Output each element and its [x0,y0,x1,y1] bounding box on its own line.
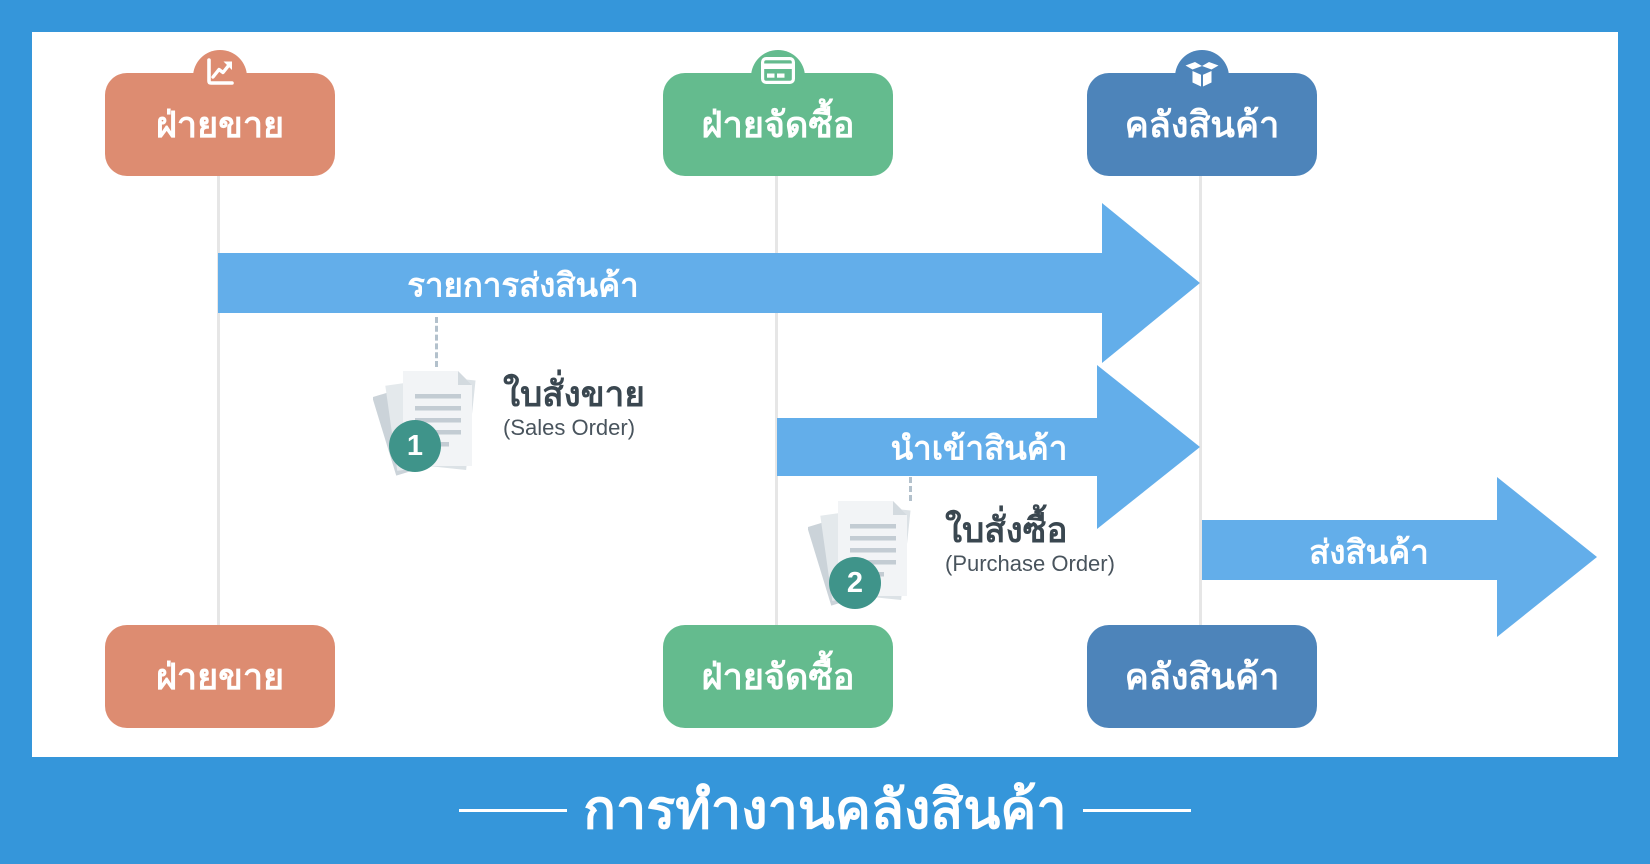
dept-icon-bump [751,50,805,104]
open-box-icon [1185,62,1219,87]
document-subtitle: (Sales Order) [503,415,636,441]
step-badge-1: 1 [389,420,441,472]
dept-label-warehouse: คลังสินค้า [1124,655,1280,697]
document-title: ใบสั่งขาย [503,375,645,414]
arrow-shipment-list-body [218,253,1102,313]
dept-card-sales-top: ฝ่ายขาย [105,50,335,176]
trend-chart-icon [207,58,234,85]
connector-doc2 [909,477,912,501]
dept-label-sales: ฝ่ายขาย [155,655,285,697]
lane-line-warehouse [1199,176,1202,625]
connector-doc1 [435,317,438,367]
document-subtitle: (Purchase Order) [945,551,1115,577]
lane-line-sales [217,176,220,625]
title-dash-right [1082,809,1191,812]
document-sales-order: 1 ใบสั่งขาย (Sales Order) [373,363,645,483]
footer-title-bar: การทำงานคลังสินค้า [0,757,1650,864]
dept-label-warehouse: คลังสินค้า [1124,103,1280,145]
document-stack-icon [373,371,476,476]
dept-card-purchasing-bottom: ฝ่ายจัดซื้อ [663,625,893,728]
dept-label-purchasing: ฝ่ายจัดซื้อ [701,103,855,145]
title-dash-left [459,809,568,812]
document-title: ใบสั่งซื้อ [945,511,1068,550]
dept-label-sales: ฝ่ายขาย [155,103,285,145]
step-badge-2: 2 [829,557,881,609]
dept-icon-bump [193,50,247,104]
credit-card-icon [761,57,795,84]
dept-icon-bump [1175,50,1229,104]
arrow-import-goods-label: นำเข้าสินค้า [890,429,1068,467]
dept-card-purchasing-top: ฝ่ายจัดซื้อ [663,50,893,176]
dept-card-warehouse-bottom: คลังสินค้า [1087,625,1317,728]
arrow-shipment-list-label: รายการส่งสินค้า [407,266,639,304]
document-purchase-order: 2 ใบสั่งซื้อ (Purchase Order) [808,493,1115,613]
arrow-ship-goods-body [1202,520,1497,580]
arrow-import-goods-body [777,418,1097,476]
lane-line-purchasing [775,176,778,625]
arrow-import-goods-head [1097,365,1200,529]
dept-card-warehouse-top: คลังสินค้า [1087,50,1317,176]
dept-label-purchasing: ฝ่ายจัดซื้อ [701,655,855,697]
dept-card-sales-bottom: ฝ่ายขาย [105,625,335,728]
diagram-title: การทำงานคลังสินค้า [583,779,1067,840]
arrow-shipment-list-head [1102,203,1200,363]
arrow-ship-goods-label: ส่งสินค้า [1309,533,1429,571]
arrow-ship-goods-head [1497,477,1597,637]
